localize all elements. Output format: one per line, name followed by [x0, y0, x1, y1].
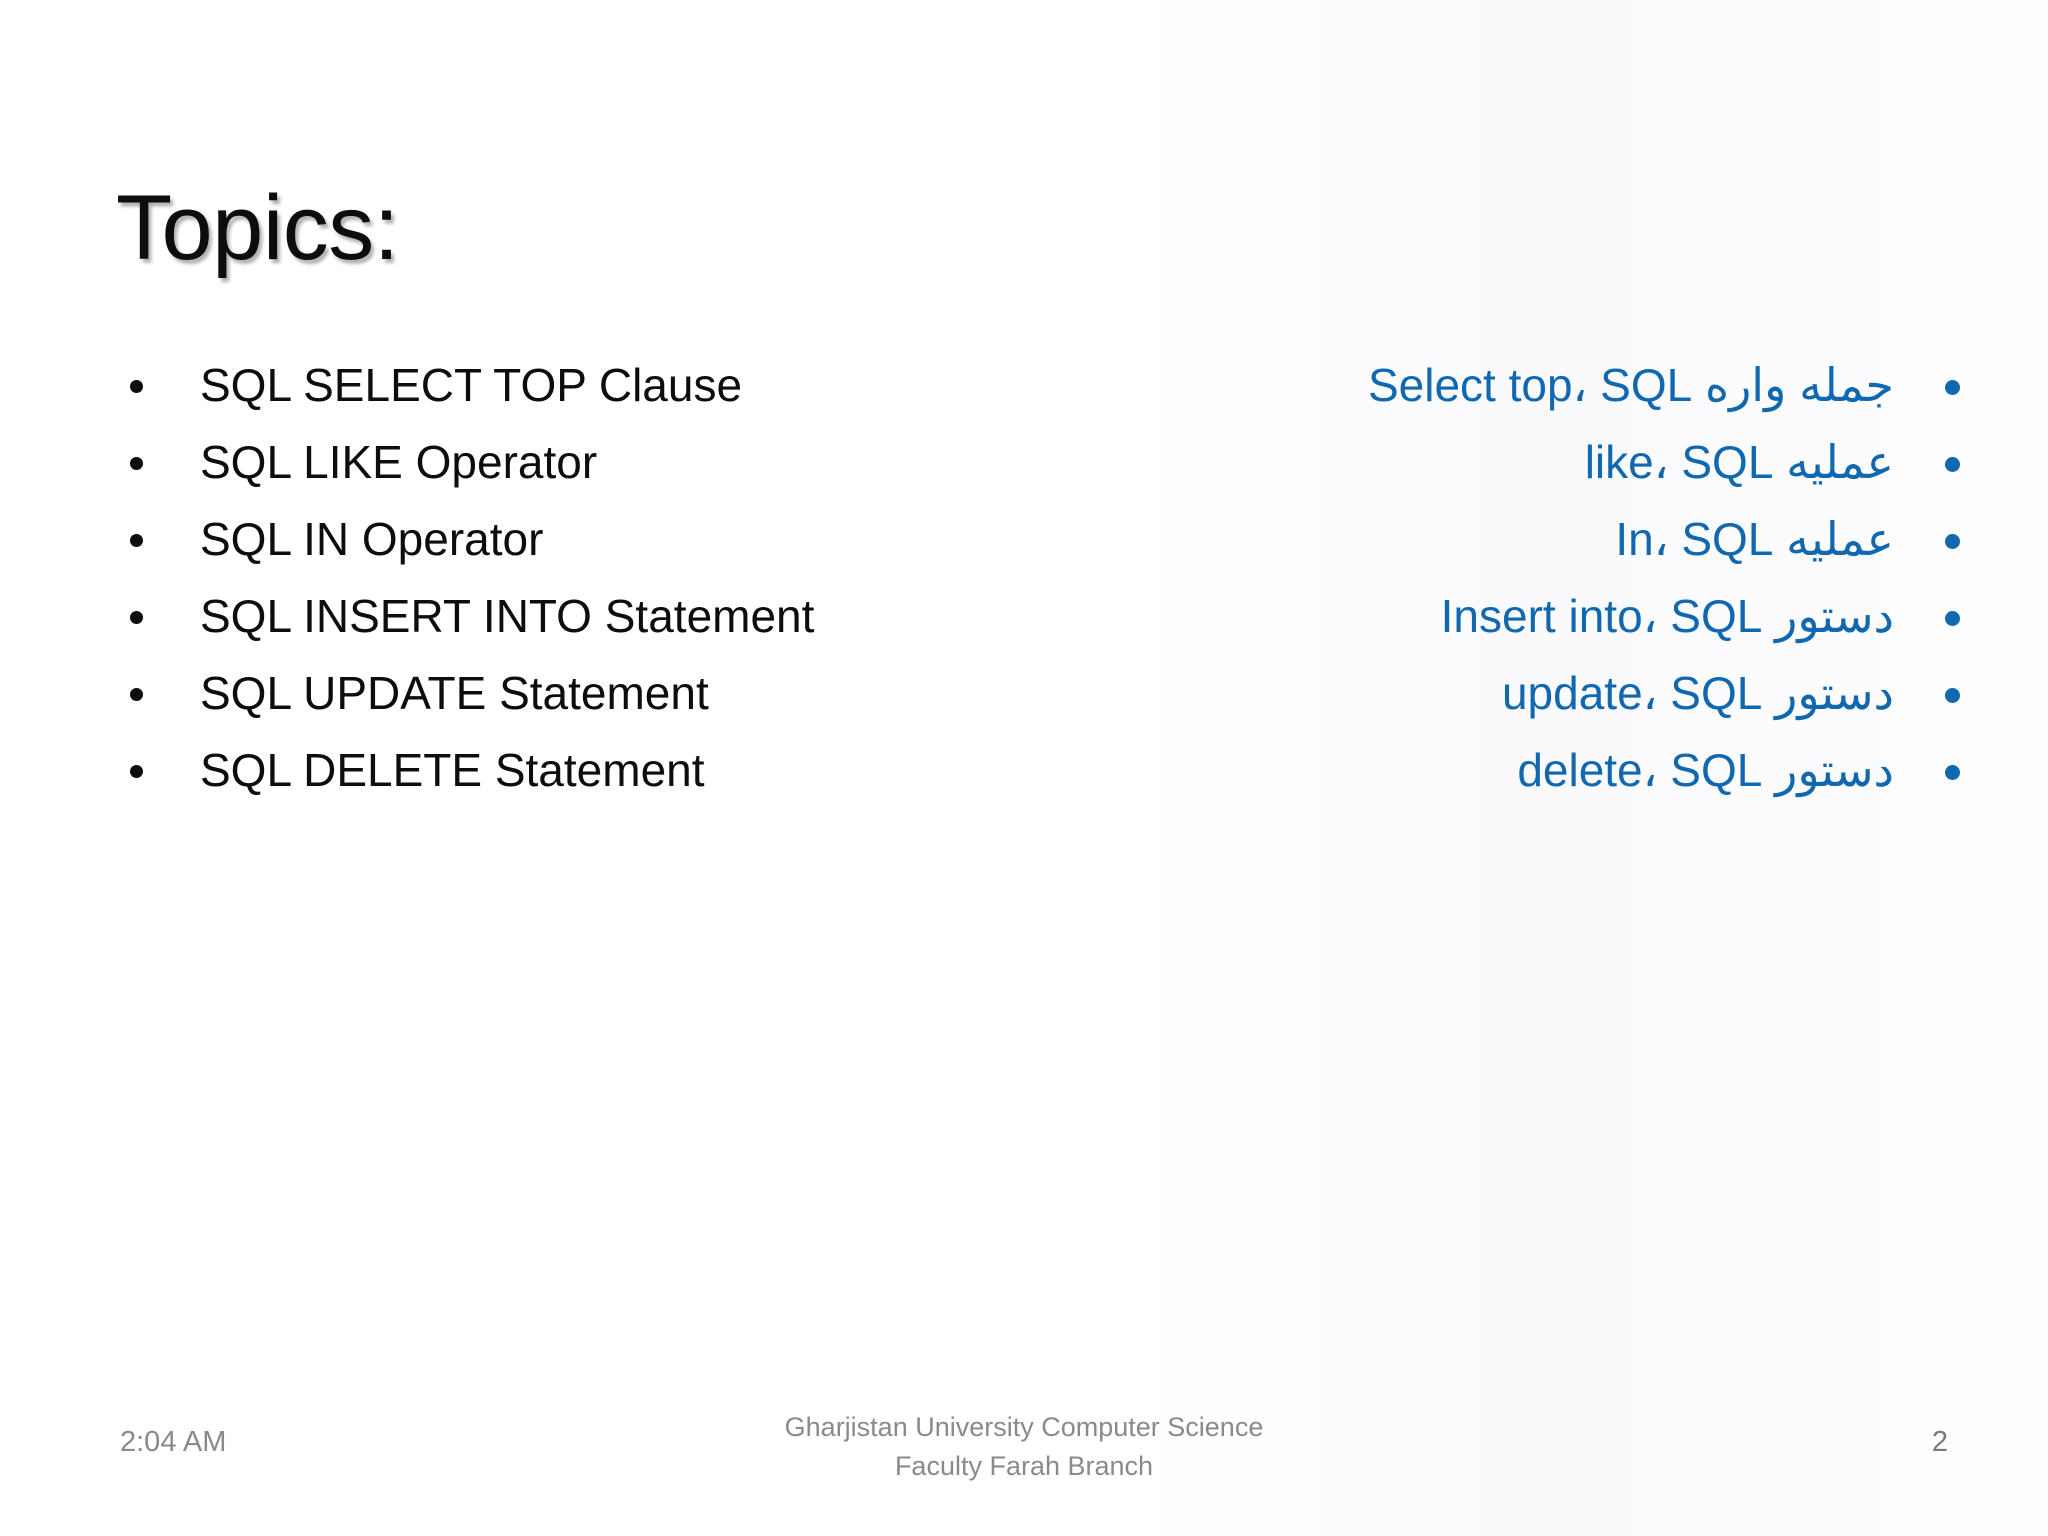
list-item-label: SQL DELETE Statement [200, 744, 705, 796]
list-item-label: دستور Insert into، SQL [1440, 590, 1894, 642]
slide-footer: 2:04 AM Gharjistan University Computer S… [0, 1396, 2048, 1536]
bullet-icon [1945, 534, 1960, 549]
list-item-label: جمله واره Select top، SQL [1367, 359, 1894, 411]
list-item[interactable]: دستور update، SQL [1114, 670, 1974, 718]
list-item[interactable]: عملیه like، SQL [1114, 439, 1974, 487]
topics-body: SQL SELECT TOP Clause SQL LIKE Operator … [0, 362, 2048, 1002]
footer-organization: Gharjistan University Computer Science F… [664, 1408, 1384, 1486]
bullet-icon [1945, 457, 1960, 472]
list-item-label: SQL SELECT TOP Clause [200, 359, 743, 411]
list-item-label: SQL UPDATE Statement [200, 667, 709, 719]
list-item[interactable]: عملیه In، SQL [1114, 516, 1974, 564]
list-item-label: دستور update، SQL [1501, 667, 1894, 719]
list-item-label: عملیه like، SQL [1584, 436, 1894, 488]
list-item[interactable]: SQL IN Operator [116, 516, 1016, 564]
bullet-icon [1945, 688, 1960, 703]
bullet-icon [1945, 380, 1960, 395]
list-item-label: SQL IN Operator [200, 513, 544, 565]
dari-topics-column: جمله واره Select top، SQL عملیه like، SQ… [1114, 362, 1974, 824]
list-item[interactable]: دستور delete، SQL [1114, 747, 1974, 795]
english-topics-list: SQL SELECT TOP Clause SQL LIKE Operator … [116, 362, 1016, 795]
english-topics-column: SQL SELECT TOP Clause SQL LIKE Operator … [116, 362, 1016, 824]
page-title: Topics: [116, 176, 399, 279]
list-item[interactable]: SQL DELETE Statement [116, 747, 1016, 795]
list-item[interactable]: دستور Insert into، SQL [1114, 593, 1974, 641]
bullet-icon [130, 765, 143, 778]
footer-organization-line1: Gharjistan University Computer Science [784, 1412, 1264, 1442]
list-item[interactable]: SQL LIKE Operator [116, 439, 1016, 487]
list-item-label: دستور delete، SQL [1517, 744, 1894, 796]
bullet-icon [130, 688, 143, 701]
list-item[interactable]: SQL SELECT TOP Clause [116, 362, 1016, 410]
dari-topics-list: جمله واره Select top، SQL عملیه like، SQ… [1114, 362, 1974, 795]
footer-page-number: 2 [1931, 1426, 1948, 1458]
bullet-icon [130, 380, 143, 393]
list-item[interactable]: جمله واره Select top، SQL [1114, 362, 1974, 410]
list-item-label: SQL LIKE Operator [200, 436, 598, 488]
bullet-icon [1945, 611, 1960, 626]
list-item-label: SQL INSERT INTO Statement [200, 590, 815, 642]
list-item[interactable]: SQL INSERT INTO Statement [116, 593, 1016, 641]
bullet-icon [1945, 765, 1960, 780]
bullet-icon [130, 611, 143, 624]
footer-timestamp: 2:04 AM [120, 1426, 227, 1458]
footer-organization-line2: Faculty Farah Branch [894, 1451, 1154, 1482]
bullet-icon [130, 457, 143, 470]
list-item-label: عملیه In، SQL [1615, 513, 1894, 565]
list-item[interactable]: SQL UPDATE Statement [116, 670, 1016, 718]
bullet-icon [130, 534, 143, 547]
